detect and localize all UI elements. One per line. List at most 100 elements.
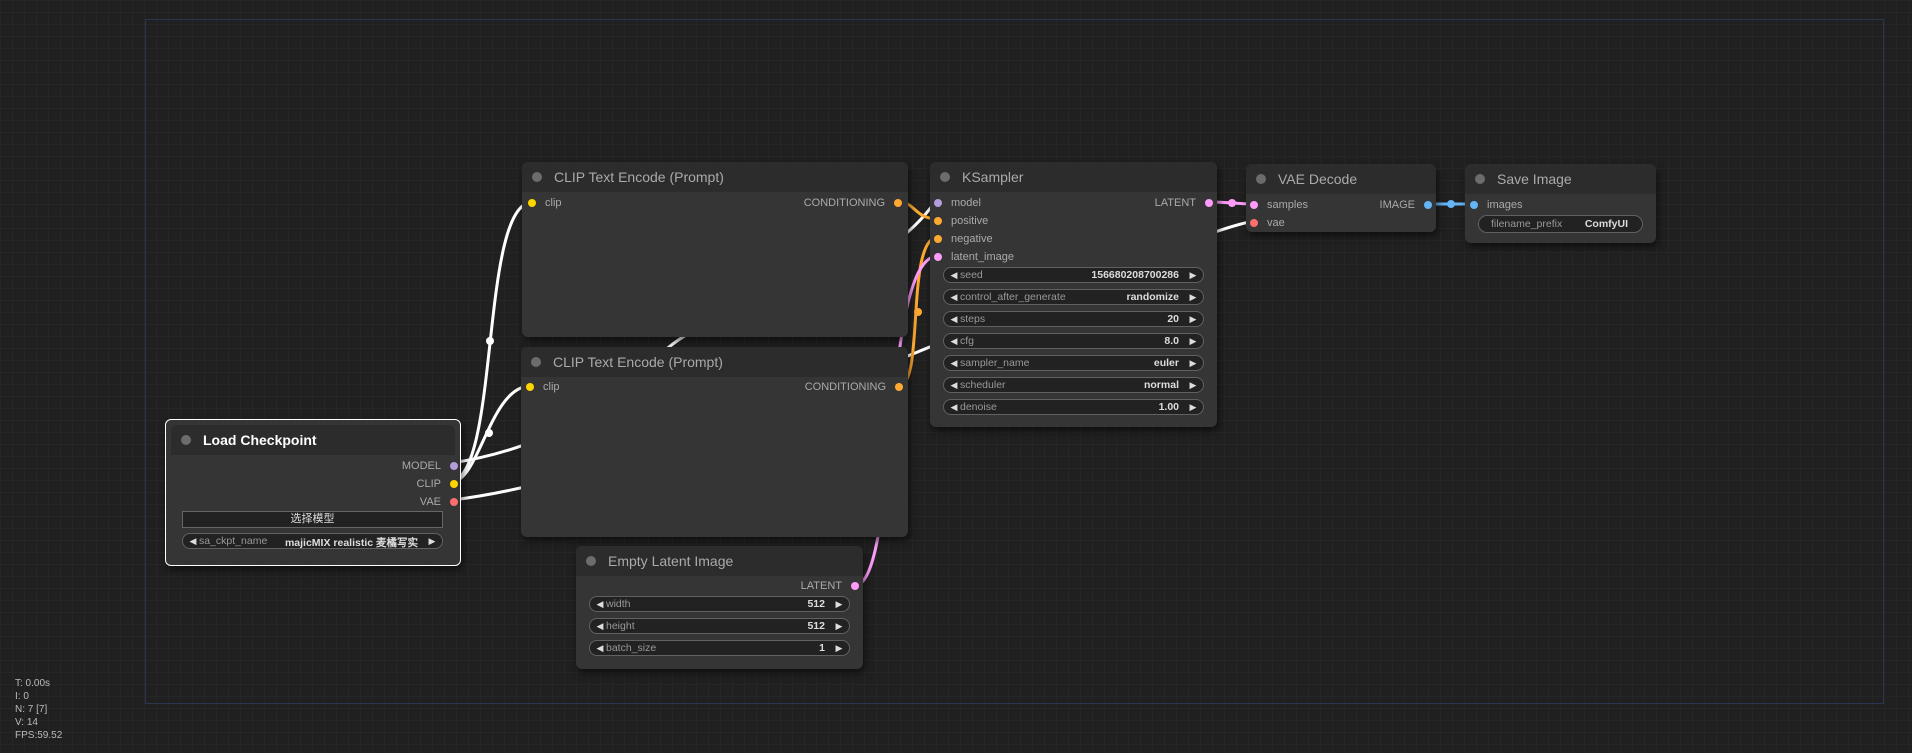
increment-arrow-icon[interactable]: ▶ [1189, 314, 1197, 324]
node-clip-text-encode-positive[interactable]: CLIP Text Encode (Prompt) clip CONDITION… [522, 162, 908, 337]
widget-scheduler[interactable]: ◀ scheduler normal ▶ [943, 377, 1204, 393]
node-ksampler[interactable]: KSampler model positive negative latent_… [930, 162, 1217, 427]
increment-arrow-icon[interactable]: ▶ [1189, 380, 1197, 390]
increment-arrow-icon[interactable]: ▶ [835, 643, 843, 653]
vae-pin-icon[interactable] [450, 498, 458, 506]
node-title: CLIP Text Encode (Prompt) [553, 354, 723, 370]
conditioning-pin-icon[interactable] [895, 383, 903, 391]
increment-arrow-icon[interactable]: ▶ [1189, 336, 1197, 346]
widget-value: 1.00 [1158, 401, 1179, 413]
decrement-arrow-icon[interactable]: ◀ [950, 336, 958, 346]
widget-cfg[interactable]: ◀ cfg 8.0 ▶ [943, 333, 1204, 349]
increment-arrow-icon[interactable]: ▶ [835, 621, 843, 631]
output-slot-latent[interactable]: LATENT [801, 579, 859, 593]
widget-steps[interactable]: ◀ steps 20 ▶ [943, 311, 1204, 327]
widget-sampler-name[interactable]: ◀ sampler_name euler ▶ [943, 355, 1204, 371]
node-empty-latent-image[interactable]: Empty Latent Image LATENT ◀ width 512 ▶ … [576, 546, 863, 669]
decrement-arrow-icon[interactable]: ◀ [950, 402, 958, 412]
model-pin-icon[interactable] [934, 199, 942, 207]
input-slot-positive[interactable]: positive [934, 214, 988, 228]
node-load-checkpoint[interactable]: Load Checkpoint MODEL CLIP VAE 选择模型 ◀ sa… [165, 419, 461, 566]
node-title-bar[interactable]: CLIP Text Encode (Prompt) [521, 347, 908, 377]
node-title: Empty Latent Image [608, 553, 734, 569]
widget-control-after-generate[interactable]: ◀ control_after_generate randomize ▶ [943, 289, 1204, 305]
collapse-dot-icon[interactable] [181, 435, 191, 445]
node-vae-decode[interactable]: VAE Decode samples vae IMAGE [1246, 164, 1436, 232]
increment-arrow-icon[interactable]: ▶ [1189, 270, 1197, 280]
conditioning-pin-icon[interactable] [934, 235, 942, 243]
decrement-arrow-icon[interactable]: ◀ [950, 380, 958, 390]
node-title-bar[interactable]: KSampler [930, 162, 1217, 192]
input-slot-clip[interactable]: clip [528, 196, 562, 210]
widget-label: scheduler [960, 379, 1006, 391]
output-slot-vae[interactable]: VAE [420, 495, 458, 509]
clip-pin-icon[interactable] [528, 199, 536, 207]
widget-batch-size[interactable]: ◀ batch_size 1 ▶ [589, 640, 850, 656]
input-slot-model[interactable]: model [934, 196, 981, 210]
collapse-dot-icon[interactable] [586, 556, 596, 566]
widget-denoise[interactable]: ◀ denoise 1.00 ▶ [943, 399, 1204, 415]
node-title-bar[interactable]: Save Image [1465, 164, 1656, 194]
collapse-dot-icon[interactable] [1475, 174, 1485, 184]
input-slot-clip[interactable]: clip [526, 380, 560, 394]
latent-pin-icon[interactable] [1205, 199, 1213, 207]
node-title-bar[interactable]: Load Checkpoint [171, 425, 455, 455]
output-slot-image[interactable]: IMAGE [1380, 198, 1432, 212]
input-slot-negative[interactable]: negative [934, 232, 993, 246]
decrement-arrow-icon[interactable]: ◀ [596, 621, 604, 631]
select-model-button[interactable]: 选择模型 [182, 511, 443, 528]
output-slot-model[interactable]: MODEL [402, 459, 458, 473]
collapse-dot-icon[interactable] [1256, 174, 1266, 184]
increment-arrow-icon[interactable]: ▶ [428, 536, 436, 546]
decrement-arrow-icon[interactable]: ◀ [950, 358, 958, 368]
input-slot-images[interactable]: images [1470, 198, 1522, 212]
model-pin-icon[interactable] [450, 462, 458, 470]
node-clip-text-encode-negative[interactable]: CLIP Text Encode (Prompt) clip CONDITION… [521, 347, 908, 537]
clip-pin-icon[interactable] [450, 480, 458, 488]
decrement-arrow-icon[interactable]: ◀ [189, 536, 197, 546]
collapse-dot-icon[interactable] [940, 172, 950, 182]
output-slot-conditioning[interactable]: CONDITIONING [804, 380, 903, 394]
widget-label: sa_ckpt_name [199, 535, 268, 547]
collapse-dot-icon[interactable] [531, 357, 541, 367]
latent-pin-icon[interactable] [1250, 201, 1258, 209]
output-slot-conditioning[interactable]: CONDITIONING [804, 196, 902, 210]
increment-arrow-icon[interactable]: ▶ [1189, 358, 1197, 368]
canvas-group-frame [145, 19, 1884, 704]
slot-label: CONDITIONING [804, 381, 886, 393]
node-save-image[interactable]: Save Image images filename_prefix ComfyU… [1465, 164, 1656, 243]
output-slot-clip[interactable]: CLIP [416, 477, 458, 491]
node-title-bar[interactable]: VAE Decode [1246, 164, 1436, 194]
decrement-arrow-icon[interactable]: ◀ [950, 314, 958, 324]
widget-height[interactable]: ◀ height 512 ▶ [589, 618, 850, 634]
widget-value: euler [1153, 357, 1179, 369]
decrement-arrow-icon[interactable]: ◀ [950, 270, 958, 280]
conditioning-pin-icon[interactable] [894, 199, 902, 207]
image-pin-icon[interactable] [1424, 201, 1432, 209]
increment-arrow-icon[interactable]: ▶ [1189, 292, 1197, 302]
input-slot-latent-image[interactable]: latent_image [934, 250, 1014, 264]
vae-pin-icon[interactable] [1250, 219, 1258, 227]
input-slot-samples[interactable]: samples [1250, 198, 1308, 212]
widget-value: 1 [819, 642, 825, 654]
latent-pin-icon[interactable] [934, 253, 942, 261]
input-slot-vae[interactable]: vae [1250, 216, 1285, 230]
conditioning-pin-icon[interactable] [934, 217, 942, 225]
decrement-arrow-icon[interactable]: ◀ [596, 643, 604, 653]
increment-arrow-icon[interactable]: ▶ [835, 599, 843, 609]
node-title-bar[interactable]: CLIP Text Encode (Prompt) [522, 162, 908, 192]
widget-sa-ckpt-name[interactable]: ◀ sa_ckpt_name majicMIX realistic 麦橘写实 ▶ [182, 533, 443, 549]
decrement-arrow-icon[interactable]: ◀ [596, 599, 604, 609]
latent-pin-icon[interactable] [851, 582, 859, 590]
widget-filename-prefix[interactable]: filename_prefix ComfyUI [1478, 215, 1643, 233]
collapse-dot-icon[interactable] [532, 172, 542, 182]
slot-label: CLIP [416, 478, 441, 490]
widget-seed[interactable]: ◀ seed 156680208700286 ▶ [943, 267, 1204, 283]
node-title-bar[interactable]: Empty Latent Image [576, 546, 863, 576]
decrement-arrow-icon[interactable]: ◀ [950, 292, 958, 302]
widget-width[interactable]: ◀ width 512 ▶ [589, 596, 850, 612]
output-slot-latent[interactable]: LATENT [1155, 196, 1213, 210]
increment-arrow-icon[interactable]: ▶ [1189, 402, 1197, 412]
image-pin-icon[interactable] [1470, 201, 1478, 209]
clip-pin-icon[interactable] [526, 383, 534, 391]
